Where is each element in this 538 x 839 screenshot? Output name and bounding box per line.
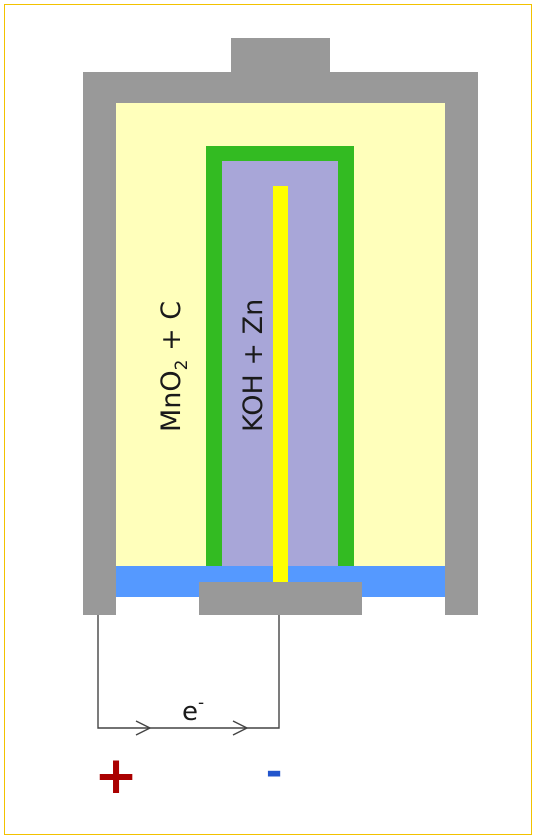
positive-terminal-sign: + xyxy=(94,746,138,806)
cathode-label-subscript: 2 xyxy=(172,360,192,371)
electron-flow-arrow-1 xyxy=(135,720,152,736)
cathode-label: MnO2 + C xyxy=(156,301,192,432)
cathode-label-suffix: + C xyxy=(156,301,187,360)
electron-flow-arrow-2 xyxy=(232,720,249,736)
cathode-label-prefix: MnO xyxy=(156,370,187,432)
electron-label-base: e xyxy=(182,697,198,727)
current-collector-rod xyxy=(273,186,288,584)
external-circuit-wire xyxy=(97,615,280,729)
electron-label-superscript: - xyxy=(198,693,204,713)
negative-terminal-sign: - xyxy=(266,749,283,795)
negative-terminal-plate xyxy=(199,582,362,615)
anode-label: KOH + Zn xyxy=(238,299,269,432)
electron-label: e- xyxy=(182,693,204,727)
positive-cap-nub xyxy=(231,38,330,74)
